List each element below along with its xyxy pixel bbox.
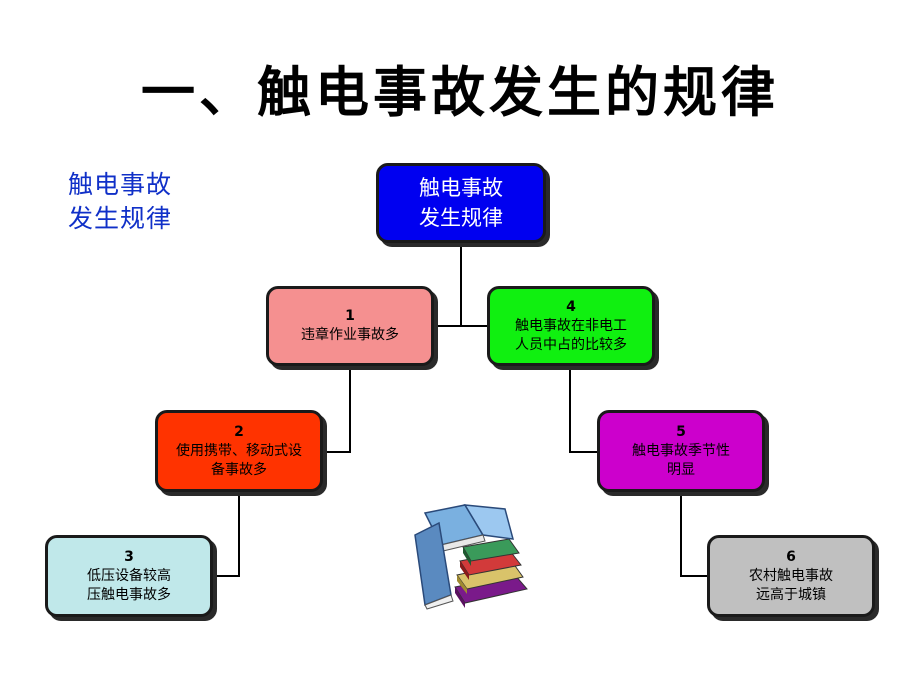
node-number: 5: [676, 423, 686, 440]
stacked-books-icon: [414, 504, 528, 610]
node-number: 2: [234, 423, 244, 440]
node-3: 3 低压设备较高 压触电事故多: [45, 535, 213, 617]
connector-2-3: [213, 492, 240, 577]
node-text: 触电事故在非电工: [515, 317, 627, 334]
node-text: 人员中占的比较多: [515, 336, 627, 353]
node-text: 触电事故季节性: [632, 442, 730, 459]
node-number: 1: [345, 308, 355, 324]
page-title: 一、触电事故发生的规律: [141, 61, 779, 124]
node-1: 1 违章作业事故多: [266, 286, 434, 366]
root-node: 触电事故 发生规律: [376, 163, 546, 243]
node-text: 农村触电事故: [749, 567, 833, 584]
side-label-line1: 触电事故: [67, 170, 172, 199]
node-number: 6: [786, 548, 796, 565]
root-line1: 触电事故: [419, 176, 503, 200]
node-text: 备事故多: [211, 461, 267, 478]
node-2: 2 使用携带、移动式设 备事故多: [155, 410, 323, 492]
connector-4-5: [569, 366, 597, 453]
node-text: 远高于城镇: [756, 586, 826, 603]
node-number: 4: [566, 298, 576, 315]
node-text: 违章作业事故多: [301, 327, 399, 343]
side-label: 触电事故 发生规律: [50, 168, 190, 236]
node-text: 压触电事故多: [87, 586, 171, 603]
node-5: 5 触电事故季节性 明显: [597, 410, 765, 492]
connector-5-6: [680, 492, 707, 577]
node-6: 6 农村触电事故 远高于城镇: [707, 535, 875, 617]
node-number: 3: [124, 548, 134, 565]
connector-1-2: [323, 366, 351, 453]
node-text: 低压设备较高: [87, 567, 171, 584]
root-line2: 发生规律: [419, 206, 503, 230]
node-text: 明显: [667, 461, 695, 478]
node-4: 4 触电事故在非电工 人员中占的比较多: [487, 286, 655, 366]
side-label-line2: 发生规律: [67, 204, 172, 233]
node-text: 使用携带、移动式设: [176, 442, 302, 459]
